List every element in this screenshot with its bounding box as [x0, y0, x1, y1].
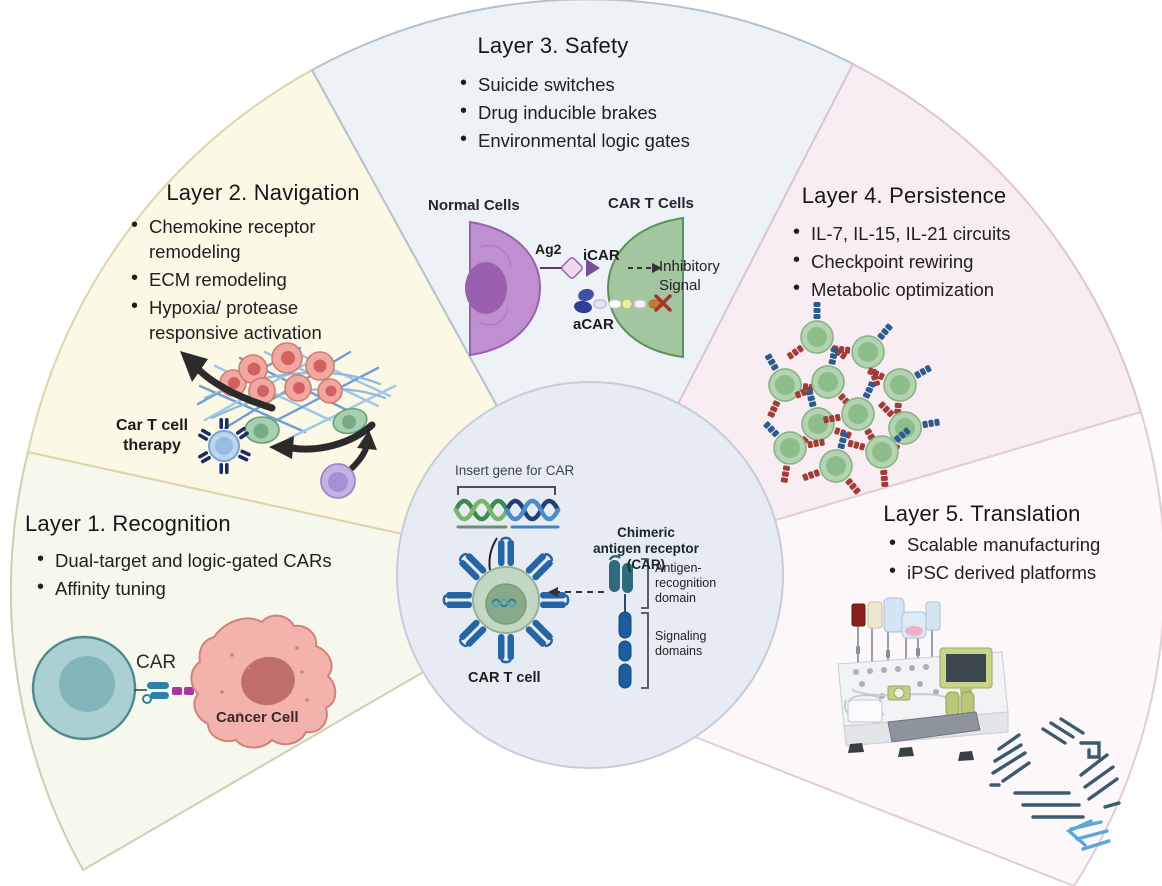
layer3-bullet: Drug inducible brakes [455, 99, 730, 125]
normal-cell-purple [465, 220, 542, 357]
sector-layer5-translation [588, 410, 1162, 886]
ag2-antigen-diamond [561, 257, 583, 279]
layer2-bullets: Chemokine receptor remodeling ECM remode… [126, 213, 372, 348]
inhibition-cross-icon [654, 294, 672, 312]
car-t-cells-label: CAR T Cells [608, 195, 694, 212]
layer4-bullets: IL-7, IL-15, IL-21 circuits Checkpoint r… [788, 220, 1064, 305]
car-label: CAR [136, 652, 177, 673]
layer5-illustration [837, 597, 1121, 851]
bioreactor-machine [837, 597, 1009, 761]
layer2-illustration [180, 342, 397, 499]
layer1-bullet: Affinity tuning [32, 575, 422, 601]
tumor-cell-cluster [219, 342, 343, 405]
normal-cells-label: Normal Cells [428, 197, 520, 214]
gene-bracket [457, 486, 556, 495]
signaling-domain-bracket [641, 612, 649, 689]
migration-arrows [180, 351, 377, 471]
purple-cell [320, 463, 356, 499]
center-illustration [442, 486, 649, 689]
layer3-bullet: Environmental logic gates [455, 127, 730, 153]
layer2-bullet: Chemokine receptor remodeling [126, 213, 372, 264]
layer4-bullet: Checkpoint rewiring [788, 248, 1064, 274]
layer4-bullet: Metabolic optimization [788, 276, 1064, 302]
center-circle [396, 381, 784, 769]
chimeric-receptor-label: Chimeric antigen receptor (CAR) [593, 525, 699, 572]
icar-antigen-link [540, 257, 600, 279]
layer1-illustration [31, 614, 337, 749]
car-t-cell-green-half [606, 216, 684, 359]
layer5-title: Layer 5. Translation [883, 501, 1081, 526]
icar-label: iCAR [583, 247, 620, 264]
car-t-cell-label: CAR T cell [468, 670, 541, 686]
acar-label: aCAR [573, 316, 614, 333]
layer3-bullets: Suicide switches Drug inducible brakes E… [455, 71, 730, 156]
acar-receptor-chain [574, 288, 664, 314]
car-receptor [134, 682, 230, 704]
ag2-label: Ag2 [535, 241, 562, 257]
layer3-illustration [465, 216, 684, 359]
car-t-cell-teal [31, 635, 137, 741]
layer1-bullets: Dual-target and logic-gated CARs Affinit… [32, 547, 422, 604]
layer1-title: Layer 1. Recognition [25, 511, 231, 536]
signaling-domains-label: Signaling domains [655, 629, 707, 658]
insert-gene-label: Insert gene for CAR [455, 463, 575, 478]
antigen-domain-bracket [641, 558, 649, 609]
layer2-title: Layer 2. Navigation [166, 180, 360, 205]
layer5-bullet: Scalable manufacturing [884, 531, 1160, 557]
layer4-bullet: IL-7, IL-15, IL-21 circuits [788, 220, 1064, 246]
car-t-therapy-label: Car T cell therapy [115, 417, 189, 454]
inhibitory-signal-label: Inhibitory Signal [659, 258, 720, 294]
inhibitory-signal-arrow [628, 263, 662, 273]
layer1-bullet: Dual-target and logic-gated CARs [32, 547, 422, 573]
layer5-bullets: Scalable manufacturing iPSC derived plat… [884, 531, 1160, 588]
layer5-bullet: iPSC derived platforms [884, 559, 1160, 585]
cancer-cell [190, 614, 337, 749]
layer2-bullet: ECM remodeling [126, 266, 372, 292]
receptor-pointer-arrow [548, 587, 604, 597]
center-car-t-cell [442, 536, 570, 664]
dna-helix [453, 498, 561, 529]
car-t-cell-blue [197, 418, 252, 474]
green-cells [244, 407, 368, 444]
circuit-brain [989, 717, 1121, 851]
layer3-bullet: Suicide switches [455, 71, 730, 97]
layer2-bullet: Hypoxia/ protease responsive activation [126, 294, 372, 345]
layer3-title: Layer 3. Safety [477, 33, 629, 58]
antigen-domain-label: Antigen-recognition domain [655, 561, 717, 605]
icar-arrowhead [586, 259, 600, 277]
chimeric-receptor-diagram [608, 554, 649, 689]
layer4-title: Layer 4. Persistence [801, 183, 1007, 208]
cancer-cell-label: Cancer Cell [216, 709, 299, 726]
